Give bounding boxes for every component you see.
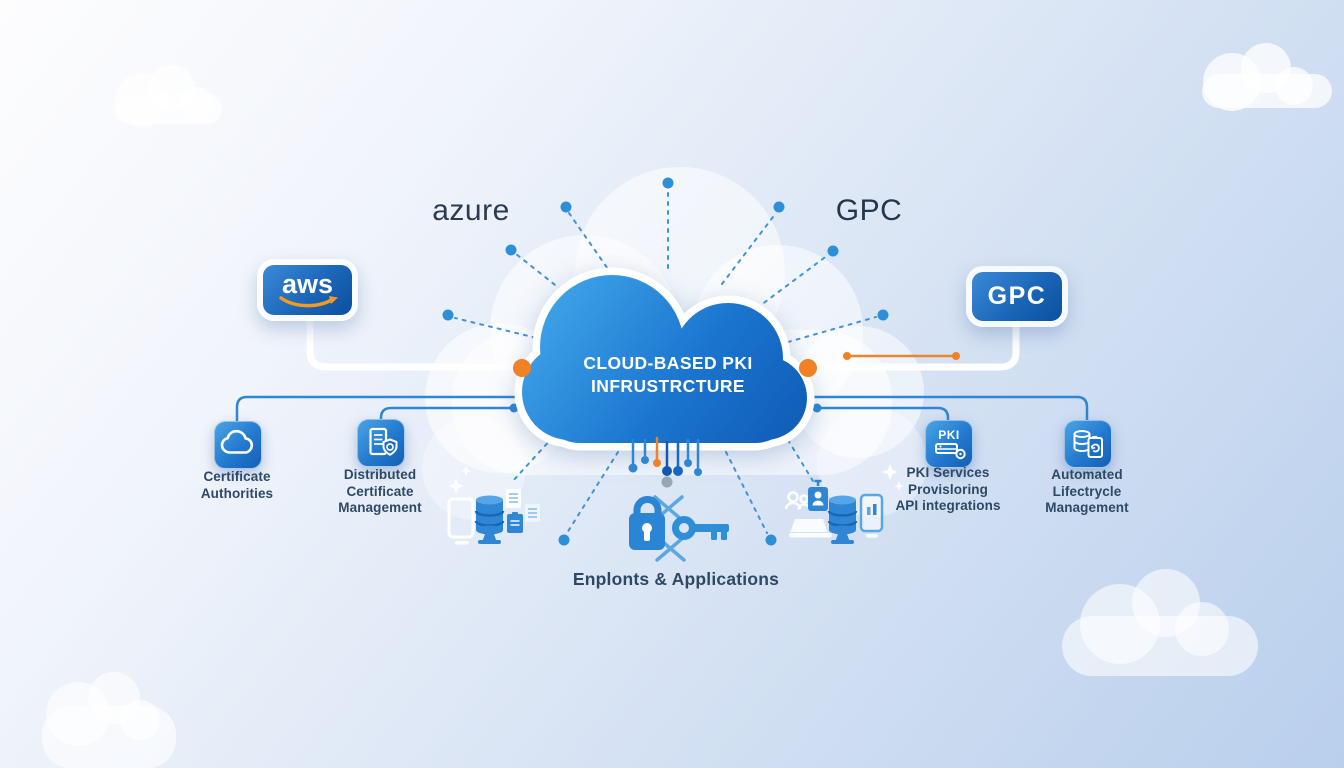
corner-cloud-bottom-left bbox=[42, 672, 176, 768]
smartphone-icon bbox=[859, 493, 884, 538]
dashed-connections bbox=[454, 189, 877, 534]
tray-icon bbox=[790, 519, 828, 532]
label-line: Management bbox=[338, 500, 422, 515]
certificate-authorities-label: Certificate Authorities bbox=[167, 469, 307, 502]
label-line: API integrations bbox=[895, 498, 1001, 513]
central-cloud bbox=[522, 275, 807, 443]
distributed-certificate-management-label: Distributed Certificate Management bbox=[310, 467, 450, 517]
corner-cloud-bottom-right bbox=[1062, 569, 1258, 676]
pki-services-label: PKI Services Provisloring API integratio… bbox=[873, 465, 1023, 515]
corner-cloud-top-left bbox=[114, 65, 222, 127]
cloud-edge-dot-left bbox=[513, 359, 531, 377]
endpoints-applications-label: Enplonts & Applications bbox=[572, 569, 780, 589]
label-line: Authorities bbox=[200, 485, 274, 501]
key-icon bbox=[672, 516, 729, 540]
people-icon bbox=[784, 491, 811, 510]
certificate-shield-icon bbox=[369, 427, 398, 456]
orange-link bbox=[843, 352, 960, 360]
database-clipboard-icon bbox=[1073, 430, 1103, 458]
azure-text-label: azure bbox=[432, 194, 510, 227]
pki-services-icon: PKI bbox=[925, 420, 973, 468]
label-line: Provisloring bbox=[908, 481, 988, 497]
dashed-connection-dots bbox=[442, 177, 889, 546]
pki-server-gear-icon bbox=[935, 442, 966, 459]
lock-icon bbox=[629, 496, 665, 550]
label-line: Automated bbox=[1051, 467, 1123, 482]
left-device-cluster bbox=[447, 466, 540, 545]
right-device-cluster bbox=[784, 464, 904, 544]
automated-lifecycle-label: Automated Lifectrycle Management bbox=[1017, 467, 1157, 517]
sparkle-icon bbox=[882, 464, 898, 480]
aws-smile-icon bbox=[278, 296, 338, 308]
label-line: PKI Services bbox=[906, 465, 990, 480]
cloud-icon bbox=[220, 429, 254, 454]
cloud-edge-dot-right bbox=[799, 359, 817, 377]
id-card-icon bbox=[808, 479, 828, 511]
label-line: Lifectrycle bbox=[1052, 483, 1122, 499]
cloud-drop-lines bbox=[631, 436, 700, 469]
cloud-title-line1: CLOUD-BASED PKI bbox=[583, 353, 753, 373]
database-icon bbox=[827, 495, 858, 544]
endpoints-icons bbox=[629, 495, 729, 562]
documents-icon bbox=[506, 489, 540, 533]
label-line: Management bbox=[1045, 500, 1129, 515]
gray-dot bbox=[661, 476, 673, 488]
certificate-authorities-icon bbox=[214, 421, 262, 469]
smartphone-icon bbox=[447, 497, 475, 539]
distributed-certificate-management-icon bbox=[357, 419, 405, 467]
corner-cloud-top-right bbox=[1202, 43, 1332, 111]
cloud-title-line2: INFRUSTRCTURE bbox=[591, 375, 745, 396]
automated-lifecycle-icon bbox=[1064, 420, 1112, 468]
aws-badge: aws bbox=[257, 259, 358, 321]
gpc-badge: GPC bbox=[966, 266, 1068, 327]
sparkle-icon bbox=[894, 481, 904, 491]
connector-dot-right bbox=[812, 403, 822, 413]
sparkle-icon bbox=[461, 466, 471, 476]
badge-stems bbox=[306, 314, 1020, 371]
sparkle-icon bbox=[448, 478, 464, 494]
pki-icon-text: PKI bbox=[938, 427, 960, 442]
database-icon bbox=[474, 495, 505, 544]
feature-connectors bbox=[235, 395, 1089, 421]
gpc-text-label: GPC bbox=[835, 194, 903, 227]
label-line: Certificate bbox=[203, 469, 271, 484]
aws-badge-label: aws bbox=[281, 269, 334, 299]
cloud-drop-dots bbox=[628, 456, 702, 488]
central-cloud-title: CLOUD-BASED PKI INFRUSTRCTURE bbox=[556, 352, 780, 397]
label-line: Distributed bbox=[343, 467, 417, 482]
gpc-badge-label: GPC bbox=[987, 282, 1047, 310]
label-line: Certificate bbox=[346, 483, 414, 499]
